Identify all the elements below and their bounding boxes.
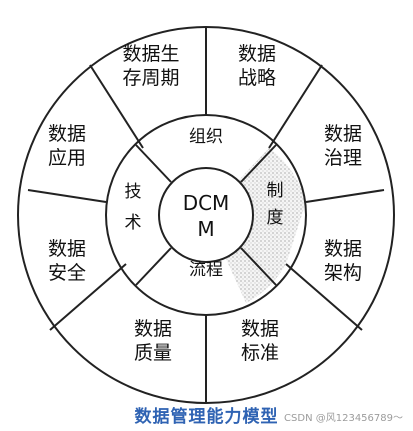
- watermark-text: CSDN @风123456789～: [284, 413, 403, 424]
- outer-label-security-line2: 安全: [48, 262, 86, 284]
- inner-sector-dividers: [135, 144, 277, 286]
- inner-label-process: 流程: [189, 260, 223, 280]
- dcmm-wheel-diagram: DCM M 组织 技 术 制 度 流程 数据生 存周期 数据 战略 数据 治理 …: [17, 26, 395, 404]
- center-label-line2: M: [197, 217, 214, 241]
- outer-label-strategy-line1: 数据: [238, 43, 276, 65]
- outer-label-standard-line2: 标准: [241, 342, 279, 364]
- outer-label-governance-line1: 数据: [324, 123, 362, 145]
- outer-sector-dividers: [27, 27, 385, 403]
- institution-sector-shade: [206, 148, 306, 303]
- inner-label-institution-line1: 制: [267, 181, 284, 201]
- outer-label-application-line2: 应用: [48, 147, 86, 169]
- inner-label-institution-line2: 度: [267, 208, 284, 228]
- figure-caption: 数据管理能力模型: [134, 407, 279, 427]
- outer-label-architecture-line2: 架构: [324, 262, 362, 284]
- outer-label-architecture-line1: 数据: [324, 238, 362, 260]
- outer-label-quality-line1: 数据: [134, 318, 172, 340]
- outer-label-lifecycle-line2: 存周期: [122, 67, 179, 89]
- center-label-line1: DCM: [183, 191, 230, 215]
- middle-ring-circle: [105, 114, 307, 316]
- outer-label-application-line1: 数据: [48, 123, 86, 145]
- outer-label-standard-line1: 数据: [241, 318, 279, 340]
- inner-label-technology-line2: 术: [125, 213, 142, 233]
- inner-label-organization: 组织: [189, 127, 223, 147]
- outer-label-quality-line2: 质量: [134, 342, 172, 364]
- inner-label-technology-line1: 技: [125, 182, 142, 202]
- outer-label-strategy-line2: 战略: [238, 67, 276, 89]
- outer-label-security-line1: 数据: [48, 238, 86, 260]
- outer-label-lifecycle-line1: 数据生: [122, 43, 179, 65]
- outer-label-governance-line2: 治理: [324, 147, 362, 169]
- center-circle: [158, 167, 254, 263]
